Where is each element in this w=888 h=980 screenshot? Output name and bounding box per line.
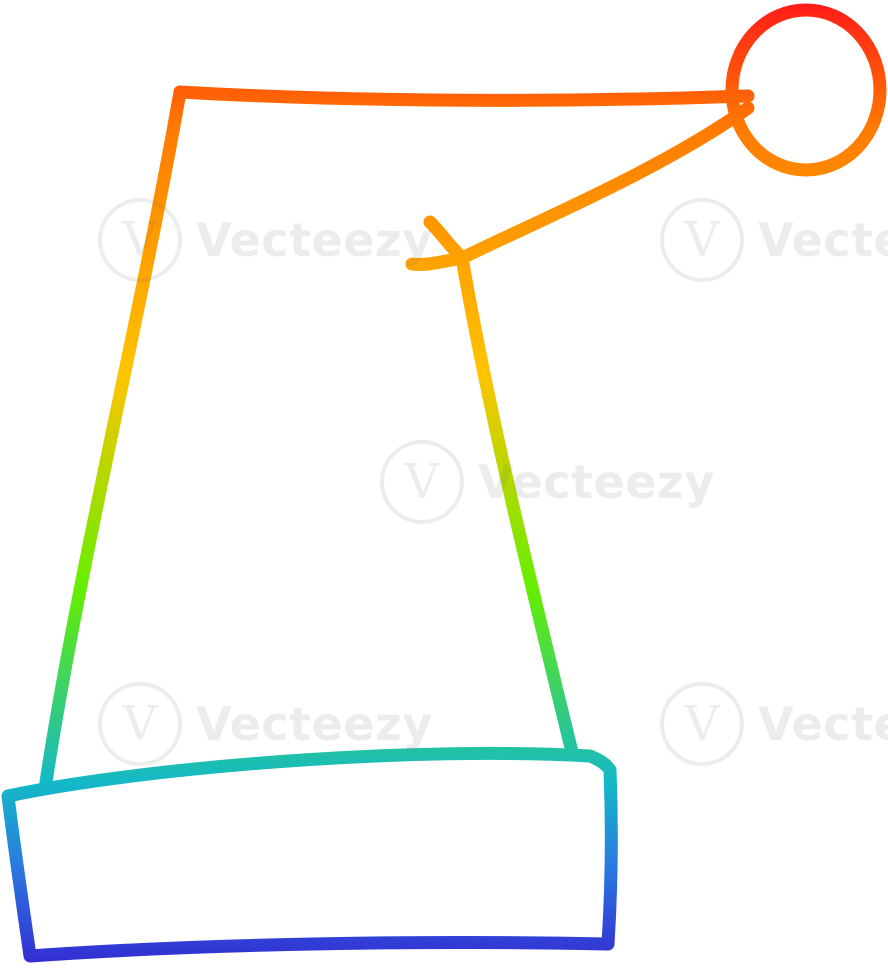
- hat-right-side: [455, 251, 579, 759]
- hat-top-edge: [173, 85, 755, 107]
- hat-brim: [1, 746, 618, 963]
- pompom: [725, 3, 887, 177]
- hat-tip-curl: [405, 215, 469, 271]
- hat-fold: [455, 101, 755, 265]
- hat-left-side: [39, 85, 187, 789]
